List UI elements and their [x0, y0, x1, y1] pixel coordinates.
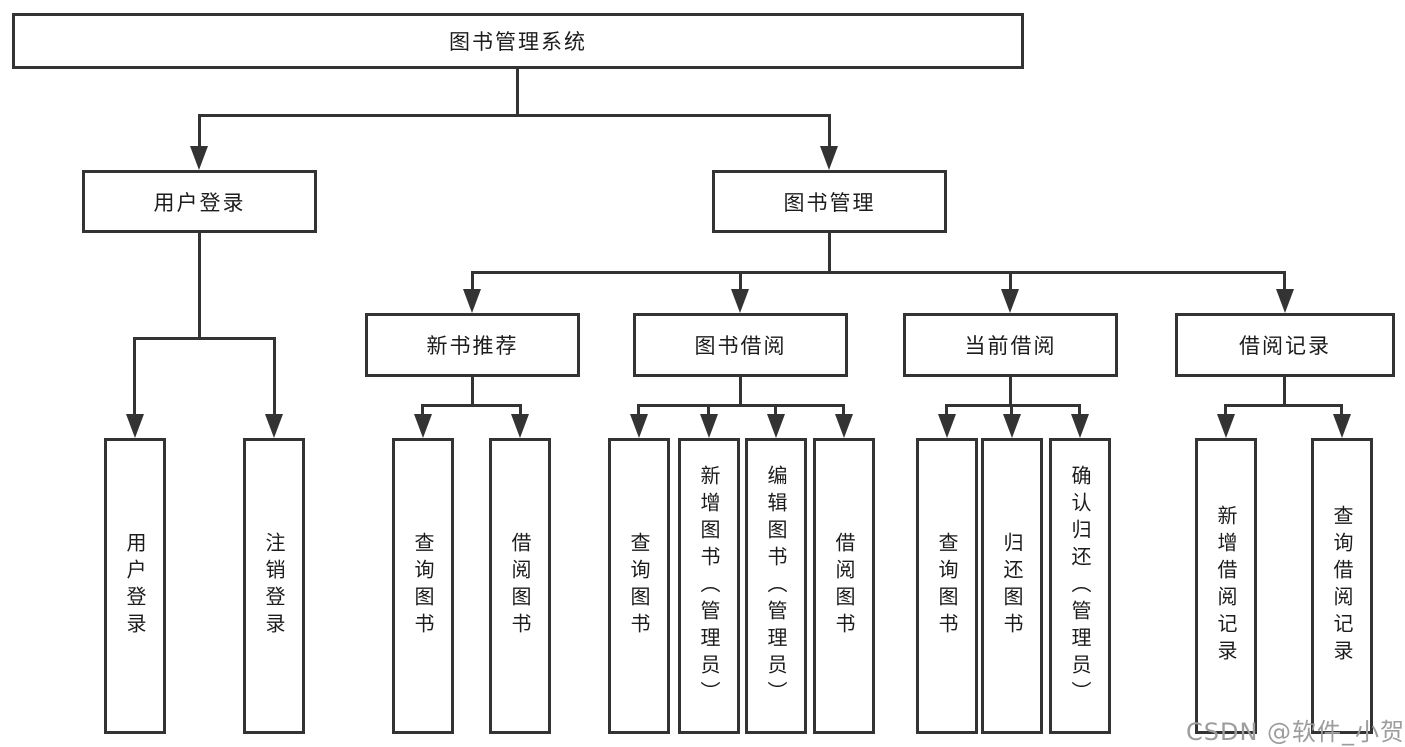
connector-stem-leaf — [842, 404, 845, 418]
connector-stem-leaf — [637, 404, 640, 418]
leaf-query-books-recommend: 查询图书 — [392, 438, 454, 734]
connector-book-borrow-drop — [739, 377, 742, 407]
connector-borrow-record-drop — [1283, 377, 1286, 407]
connector-stem-leaf — [1340, 404, 1343, 418]
node-label: 用户登录 — [153, 190, 246, 215]
connector-stem-leaf — [707, 404, 710, 418]
node-book-management: 图书管理 — [712, 170, 947, 233]
leaf-label: 归还图书 — [1000, 532, 1024, 640]
leaf-label: 新增借阅记录 — [1214, 505, 1238, 667]
connector-stem-leaf — [421, 404, 424, 418]
leaf-add-borrow-record: 新增借阅记录 — [1195, 438, 1257, 734]
leaf-label: 查询图书 — [935, 532, 959, 640]
arrowhead — [414, 414, 432, 438]
leaf-logout: 注销登录 — [243, 438, 305, 734]
leaf-label: 用户登录 — [123, 532, 147, 640]
connector-root-drop — [516, 69, 519, 114]
arrowhead — [700, 414, 718, 438]
node-book-borrowing: 图书借阅 — [633, 313, 848, 377]
leaf-add-books-admin: 新增图书（管理员） — [678, 438, 740, 734]
connector-current-borrow-drop — [1009, 377, 1012, 407]
leaf-return-books: 归还图书 — [981, 438, 1043, 734]
leaf-confirm-return-admin: 确认归还（管理员） — [1049, 438, 1111, 734]
leaf-label: 查询图书 — [627, 532, 651, 640]
node-label: 新书推荐 — [426, 334, 519, 358]
connector-user-login-drop — [198, 233, 201, 337]
node-label: 借阅记录 — [1239, 334, 1331, 358]
connector-stem-leaf — [273, 337, 276, 417]
leaf-label: 借阅图书 — [832, 532, 856, 640]
connector-stem-book-borrow — [739, 271, 742, 293]
connector-stem-new-book — [471, 271, 474, 293]
connector-root-split — [198, 114, 831, 117]
arrowhead — [767, 414, 785, 438]
node-new-book-recommendation: 新书推荐 — [365, 313, 580, 377]
arrowhead — [1217, 414, 1235, 438]
leaf-query-books-current: 查询图书 — [916, 438, 978, 734]
connector-stem-leaf — [1010, 404, 1013, 418]
connector-new-book-drop — [471, 377, 474, 407]
arrowhead — [1276, 289, 1294, 313]
leaf-user-login: 用户登录 — [104, 438, 166, 734]
node-label: 图书借阅 — [694, 334, 787, 358]
connector-stem-leaf — [1224, 404, 1227, 418]
leaf-edit-books-admin: 编辑图书（管理员） — [745, 438, 807, 734]
connector-stem-user-login — [198, 114, 201, 150]
leaf-query-borrow-record: 查询借阅记录 — [1311, 438, 1373, 734]
arrowhead — [190, 146, 208, 170]
arrowhead — [265, 414, 283, 438]
connector-book-management-split — [471, 271, 1286, 274]
node-label: 图书管理 — [783, 190, 876, 215]
arrowhead — [938, 414, 956, 438]
node-library-management-system: 图书管理系统 — [12, 13, 1024, 69]
leaf-label: 查询借阅记录 — [1330, 505, 1354, 667]
leaf-query-books-borrow: 查询图书 — [608, 438, 670, 734]
leaf-label: 新增图书（管理员） — [697, 464, 721, 708]
connector-stem-leaf — [133, 337, 136, 417]
connector-stem-leaf — [774, 404, 777, 418]
arrowhead — [630, 414, 648, 438]
connector-stem-current-borrow — [1009, 271, 1012, 293]
arrowhead — [463, 289, 481, 313]
connector-stem-leaf — [945, 404, 948, 418]
leaf-borrow-books-recommend: 借阅图书 — [489, 438, 551, 734]
arrowhead — [820, 146, 838, 170]
connector-borrow-record-split — [1224, 404, 1343, 407]
node-current-borrowing: 当前借阅 — [903, 313, 1118, 377]
leaf-label: 确认归还（管理员） — [1068, 464, 1092, 708]
arrowhead — [1333, 414, 1351, 438]
connector-book-management-drop — [828, 233, 831, 274]
connector-stem-leaf — [519, 404, 522, 418]
leaf-label: 查询图书 — [411, 532, 435, 640]
node-label: 当前借阅 — [964, 334, 1057, 358]
leaf-label: 注销登录 — [262, 532, 286, 640]
arrowhead — [126, 414, 144, 438]
arrowhead — [1003, 414, 1021, 438]
arrowhead — [835, 414, 853, 438]
connector-stem-book-management — [828, 114, 831, 150]
node-user-login: 用户登录 — [82, 170, 317, 233]
connector-new-book-split — [421, 404, 521, 407]
node-label: 图书管理系统 — [449, 30, 587, 54]
connector-user-login-split — [133, 337, 276, 340]
node-borrowing-records: 借阅记录 — [1175, 313, 1395, 377]
connector-stem-leaf — [1078, 404, 1081, 418]
connector-book-borrow-split — [637, 404, 845, 407]
arrowhead — [731, 289, 749, 313]
leaf-borrow-books: 借阅图书 — [813, 438, 875, 734]
connector-stem-borrow-record — [1283, 271, 1286, 293]
leaf-label: 借阅图书 — [508, 532, 532, 640]
leaf-label: 编辑图书（管理员） — [764, 464, 788, 708]
arrowhead — [1071, 414, 1089, 438]
arrowhead — [1001, 289, 1019, 313]
csdn-watermark: CSDN @软件_小贺同学 — [1186, 718, 1405, 746]
connector-current-borrow-split — [945, 404, 1081, 407]
arrowhead — [511, 414, 529, 438]
